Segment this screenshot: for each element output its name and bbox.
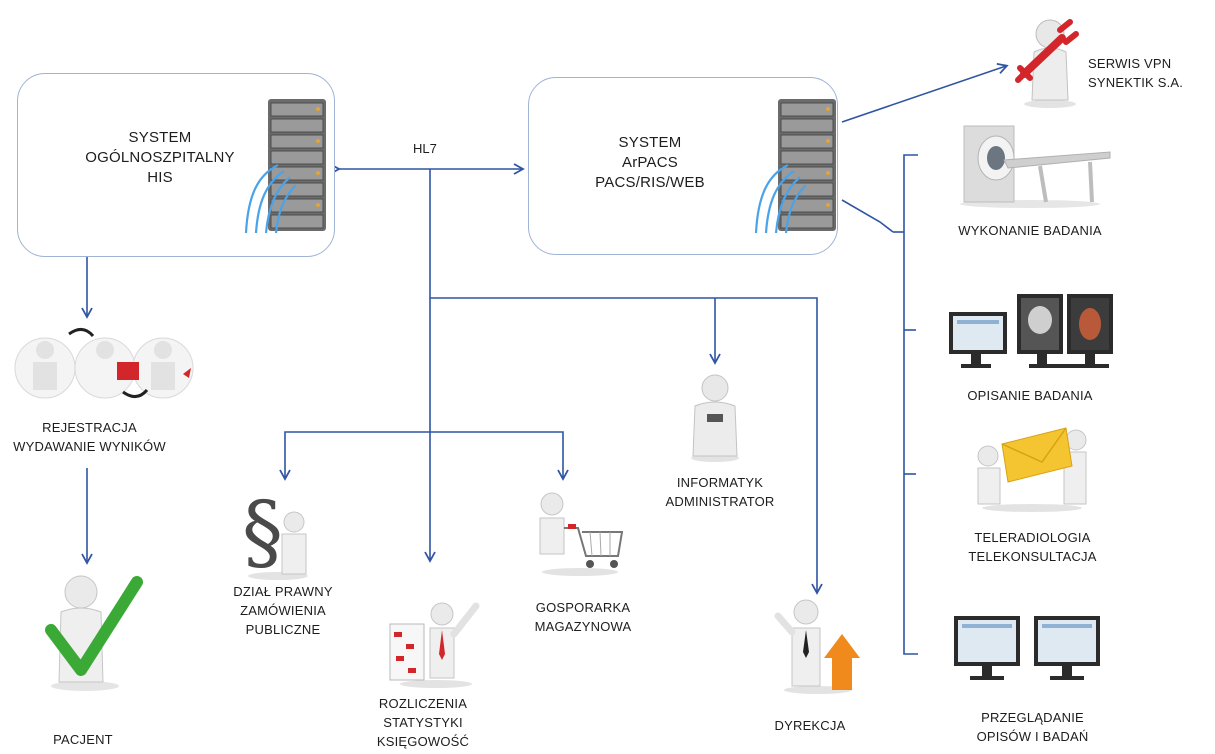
prawny-line-2: ZAMÓWIENIA (240, 603, 326, 618)
prawny-line-3: PUBLICZNE (245, 622, 321, 637)
wykonanie-label: WYKONANIE BADANIA (935, 221, 1125, 240)
przegladanie-line-1: PRZEGLĄDANIE (981, 710, 1084, 725)
dyrekcja-line-1: DYREKCJA (774, 718, 846, 733)
dzial-prawny-label: DZIAŁ PRAWNY ZAMÓWIENIA PUBLICZNE (214, 582, 352, 639)
gospodarka-label: GOSPORARKA MAGAZYNOWA (520, 598, 646, 636)
his-line-3: HIS (147, 169, 173, 186)
arpacs-line-1: SYSTEM (618, 134, 682, 151)
shopping-cart-person-icon (539, 492, 624, 576)
rozliczenia-line-3: KSIĘGOWOŚĆ (376, 734, 470, 749)
checkmark-person-icon (45, 575, 143, 691)
rejestracja-line-1: REJESTRACJA (42, 420, 137, 435)
dyrekcja-label: DYREKCJA (755, 716, 865, 735)
opisanie-label: OPISANIE BADANIA (945, 386, 1115, 405)
his-line-2: OGÓLNOSZPITALNY (85, 149, 235, 166)
server-rack-icon (754, 99, 836, 234)
svg-text:§: § (242, 485, 283, 580)
serwis-vpn-label: SERWIS VPN SYNEKTIK S.A. (1088, 54, 1213, 92)
rozliczenia-label: ROZLICZENIA STATYSTYKI KSIĘGOWOŚĆ (358, 694, 488, 751)
informatyk-label: INFORMATYK ADMINISTRATOR (650, 473, 790, 511)
arpacs-line-3: PACS/RIS/WEB (595, 174, 705, 191)
teleradiologia-line-1: TELERADIOLOGIA (974, 530, 1091, 545)
teleradiologia-label: TELERADIOLOGIA TELEKONSULTACJA (945, 528, 1120, 566)
pacjent-label: PACJENT (28, 730, 138, 749)
two-monitors-icon (954, 616, 1100, 680)
envelope-carriers-icon (977, 427, 1087, 512)
paragraph-person-icon: § (242, 485, 308, 580)
director-arrow-icon (774, 599, 860, 694)
rozliczenia-line-1: ROZLICZENIA (378, 696, 468, 711)
admin-person-icon (691, 374, 739, 462)
monitors-icon (949, 294, 1113, 368)
arpacs-system-label: SYSTEM ArPACS PACS/RIS/WEB (550, 133, 750, 193)
prawny-line-1: DZIAŁ PRAWNY (233, 584, 333, 599)
rozliczenia-line-2: STATYSTYKI (383, 715, 463, 730)
opisanie-line-1: OPISANIE BADANIA (967, 388, 1093, 403)
his-line-1: SYSTEM (128, 129, 192, 146)
przegladanie-label: PRZEGLĄDANIE OPISÓW I BADAŃ (945, 708, 1120, 746)
rejestracja-line-2: WYDAWANIE WYNIKÓW (13, 439, 166, 454)
pacjent-line-1: PACJENT (53, 732, 113, 747)
hl7-protocol-label: HL7 (413, 141, 437, 156)
gospodarka-line-1: GOSPORARKA (535, 600, 631, 615)
his-system-label: SYSTEM OGÓLNOSZPITALNY HIS (60, 128, 260, 188)
serwis-line-2: SYNEKTIK S.A. (1088, 75, 1184, 90)
rejestracja-label: REJESTRACJA WYDAWANIE WYNIKÓW (2, 418, 177, 456)
call-center-people-icon (14, 328, 194, 399)
wykonanie-line-1: WYKONANIE BADANIA (958, 223, 1102, 238)
teleradiologia-line-2: TELEKONSULTACJA (968, 549, 1097, 564)
gospodarka-line-2: MAGAZYNOWA (534, 619, 632, 634)
abacus-person-icon (389, 602, 480, 688)
wrench-person-icon (1015, 19, 1079, 108)
arpacs-line-2: ArPACS (622, 154, 678, 171)
przegladanie-line-2: OPISÓW I BADAŃ (976, 729, 1089, 744)
serwis-line-1: SERWIS VPN (1088, 56, 1172, 71)
server-rack-icon (244, 99, 326, 234)
informatyk-line-2: ADMINISTRATOR (665, 494, 775, 509)
informatyk-line-1: INFORMATYK (676, 475, 764, 490)
ct-scanner-icon (960, 125, 1111, 208)
